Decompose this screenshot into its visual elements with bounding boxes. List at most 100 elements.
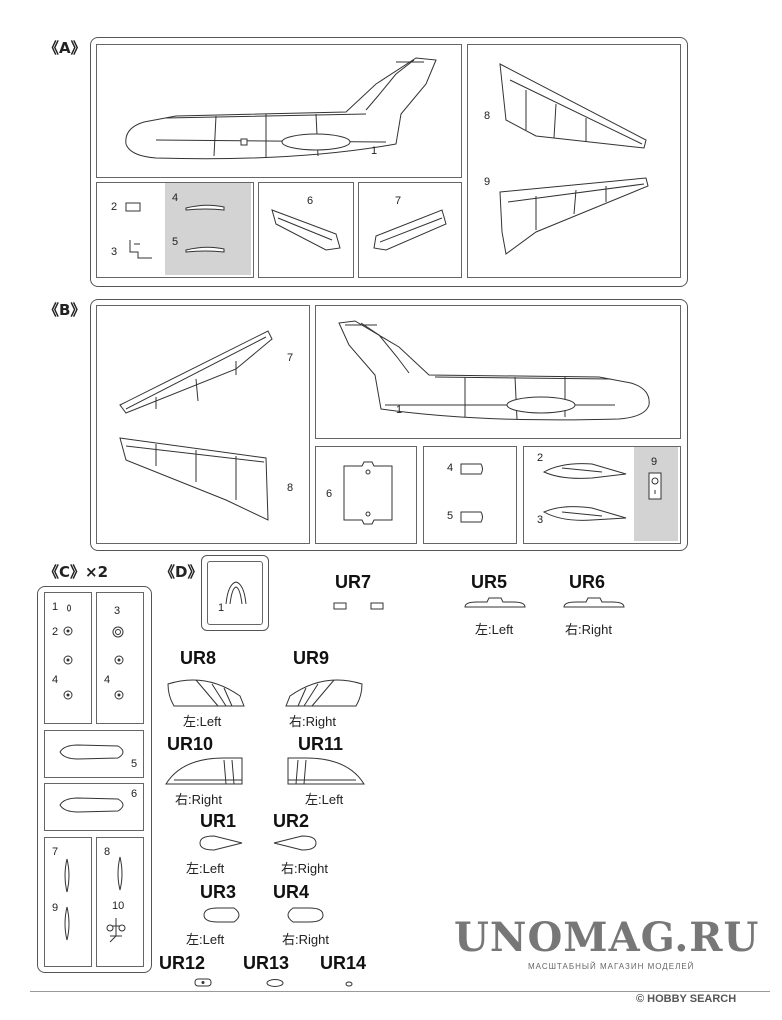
part-number: 9 bbox=[52, 902, 59, 914]
part-number: 7 bbox=[52, 846, 59, 858]
part-ur8 bbox=[167, 679, 245, 707]
part-b7-b8-box bbox=[96, 305, 310, 544]
part-a7-box bbox=[358, 182, 462, 278]
section-b-frame bbox=[90, 299, 688, 551]
bottom-rule bbox=[30, 991, 770, 992]
part-b5 bbox=[460, 511, 483, 523]
part-number: 10 bbox=[112, 900, 125, 912]
side-label: 右:Right bbox=[565, 622, 612, 637]
part-c10-landing-gear bbox=[106, 918, 126, 943]
section-a-label: 《A》 bbox=[44, 39, 86, 57]
part-label-ur14: UR14 bbox=[320, 953, 367, 973]
fuselage-right-half bbox=[125, 57, 437, 160]
part-label-ur6: UR6 bbox=[569, 572, 606, 592]
part-c6-nacelle bbox=[59, 797, 124, 813]
section-c-frame bbox=[37, 586, 152, 973]
part-label-ur5: UR5 bbox=[471, 572, 508, 592]
side-label: 左:Left bbox=[305, 792, 344, 807]
watermark-logo: UNOMAG.RU bbox=[454, 914, 760, 961]
part-number: 5 bbox=[131, 758, 138, 770]
part-ur13 bbox=[266, 979, 284, 987]
part-number: 8 bbox=[484, 110, 491, 122]
part-number: 3 bbox=[537, 514, 544, 526]
part-b8-wing bbox=[119, 437, 269, 521]
part-a8-wing bbox=[499, 63, 647, 149]
part-ur11 bbox=[287, 757, 365, 785]
section-a-frame bbox=[90, 37, 688, 287]
part-a8-a9-box bbox=[467, 44, 681, 278]
part-label-ur2: UR2 bbox=[273, 811, 310, 831]
part-ur12 bbox=[194, 978, 212, 987]
part-number: 4 bbox=[172, 192, 179, 204]
part-c7-c9-box bbox=[44, 837, 92, 967]
part-number: 7 bbox=[287, 352, 294, 364]
part-ur7 bbox=[333, 602, 384, 610]
part-c9 bbox=[64, 906, 70, 941]
part-c1 bbox=[67, 604, 71, 612]
part-a2 bbox=[125, 202, 141, 212]
part-number: 1 bbox=[396, 404, 403, 416]
part-d1-frame bbox=[201, 555, 269, 631]
part-ur1 bbox=[199, 835, 243, 851]
part-d1 bbox=[225, 581, 247, 605]
side-label: 左:Left bbox=[186, 932, 225, 947]
part-d1-box bbox=[207, 561, 263, 625]
section-d-label: 《D》 bbox=[160, 563, 203, 581]
part-label-ur4: UR4 bbox=[273, 882, 310, 902]
part-number: 4 bbox=[447, 462, 454, 474]
part-c5-nacelle bbox=[59, 744, 124, 760]
part-label-ur7: UR7 bbox=[335, 572, 372, 592]
part-c3 bbox=[112, 626, 124, 638]
part-number: 5 bbox=[447, 510, 454, 522]
part-number: 4 bbox=[104, 674, 111, 686]
part-number: 2 bbox=[52, 626, 59, 638]
part-label-ur10: UR10 bbox=[167, 734, 214, 754]
part-ur4 bbox=[287, 907, 324, 923]
side-label: 左:Left bbox=[186, 861, 225, 876]
part-ur14 bbox=[345, 981, 353, 987]
part-b4-b5-box bbox=[423, 446, 517, 544]
part-label-ur8: UR8 bbox=[180, 648, 217, 668]
part-a5 bbox=[185, 246, 225, 253]
part-number: 7 bbox=[395, 195, 402, 207]
part-number: 1 bbox=[218, 602, 225, 614]
part-label-ur9: UR9 bbox=[293, 648, 330, 668]
part-a6 bbox=[271, 209, 341, 251]
part-ur10 bbox=[165, 757, 243, 785]
part-ur6 bbox=[563, 597, 625, 608]
part-a4 bbox=[185, 204, 225, 211]
part-c4 bbox=[114, 690, 124, 700]
part-number: 6 bbox=[326, 488, 333, 500]
part-label-ur3: UR3 bbox=[200, 882, 237, 902]
side-label: 右:Right bbox=[282, 932, 329, 947]
source-credit: © HOBBY SEARCH bbox=[636, 993, 737, 1005]
part-a9-wing bbox=[499, 177, 649, 255]
part-ur2 bbox=[273, 835, 317, 851]
part-c-disc bbox=[114, 655, 124, 665]
part-ur3 bbox=[203, 907, 240, 923]
section-b-label: 《B》 bbox=[44, 301, 86, 319]
part-number: 4 bbox=[52, 674, 59, 686]
part-b7-wing bbox=[119, 330, 273, 414]
part-ur9 bbox=[285, 679, 363, 707]
part-c2 bbox=[63, 626, 73, 636]
side-label: 右:Right bbox=[289, 714, 336, 729]
part-b6 bbox=[343, 461, 393, 525]
part-number: 6 bbox=[131, 788, 138, 800]
part-c-disc bbox=[63, 655, 73, 665]
part-number: 9 bbox=[651, 456, 658, 468]
part-number: 3 bbox=[111, 246, 118, 258]
part-b3 bbox=[542, 506, 627, 521]
part-c7 bbox=[64, 858, 70, 893]
part-number: 9 bbox=[484, 176, 491, 188]
part-b4 bbox=[460, 463, 483, 475]
part-number: 2 bbox=[537, 452, 544, 464]
part-c8 bbox=[117, 856, 123, 891]
side-label: 右:Right bbox=[175, 792, 222, 807]
part-label-ur13: UR13 bbox=[243, 953, 290, 973]
part-a3 bbox=[129, 240, 152, 259]
part-number: 2 bbox=[111, 201, 118, 213]
part-number: 6 bbox=[307, 195, 314, 207]
part-label-ur12: UR12 bbox=[159, 953, 206, 973]
part-number: 5 bbox=[172, 236, 179, 248]
